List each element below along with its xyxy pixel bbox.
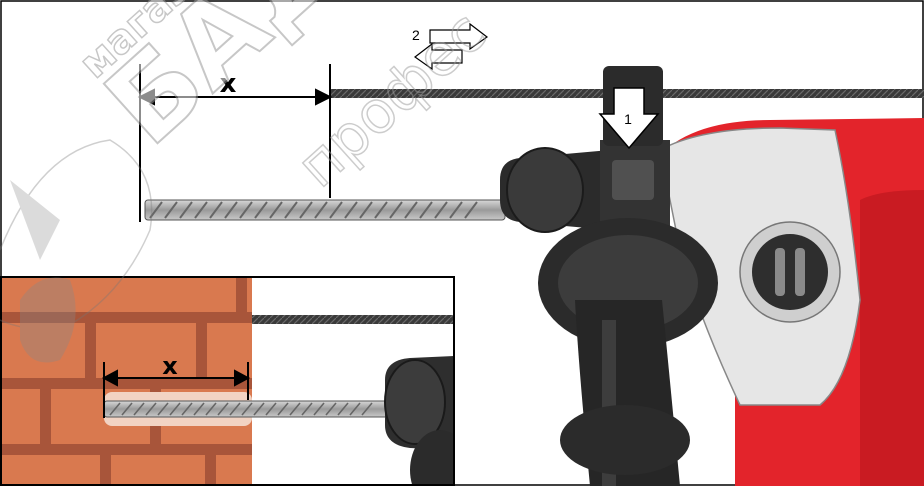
slide-arrows-icon	[413, 22, 489, 71]
depth-dimension-top	[137, 64, 333, 222]
drill-bit	[144, 199, 506, 221]
depth-label-inset: x	[162, 352, 178, 380]
depth-label-top: x	[220, 69, 237, 99]
inset-drill-bit	[103, 400, 395, 418]
inset-chuck	[384, 356, 454, 486]
inset-border	[0, 276, 455, 486]
inset-panel: x	[0, 277, 454, 486]
depth-dimension-inset	[101, 362, 251, 418]
inset-depth-rod	[252, 315, 454, 324]
step-1-label: 1	[624, 111, 632, 127]
watermark	[0, 139, 153, 363]
step-2-label: 2	[412, 27, 420, 43]
brick-wall	[0, 277, 252, 486]
hammer-drill	[500, 66, 924, 486]
press-arrow-icon	[598, 87, 660, 150]
